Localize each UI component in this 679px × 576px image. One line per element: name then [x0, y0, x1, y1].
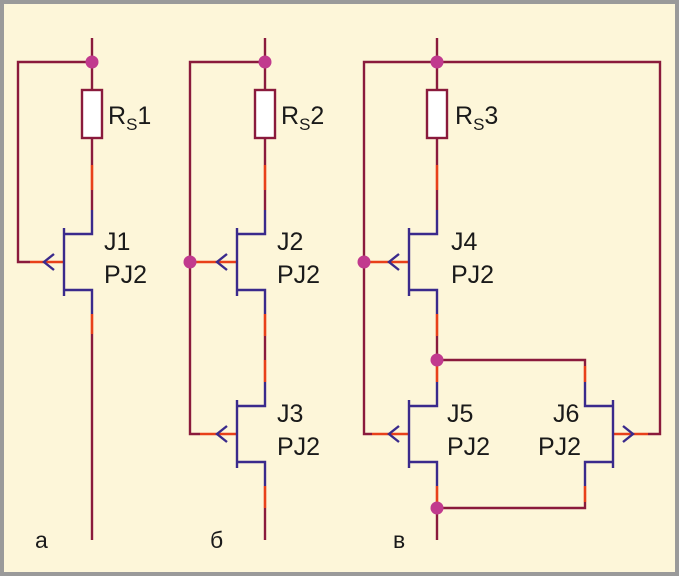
transistor-j5	[387, 382, 439, 486]
transistor-type: PJ2	[277, 433, 320, 461]
transistor-name: J3	[277, 400, 303, 428]
drain-line	[583, 382, 613, 408]
transistor-j1	[42, 210, 94, 314]
transistor-name: J4	[451, 228, 478, 256]
transistor-j2	[215, 210, 267, 314]
transistor-type: PJ2	[538, 433, 581, 461]
transistor-name: J1	[104, 228, 130, 256]
arrow-icon	[215, 253, 228, 271]
drain-line	[409, 210, 439, 236]
node-dot	[357, 255, 371, 269]
drain-line	[409, 382, 439, 408]
resistor-rs2	[253, 88, 277, 140]
transistor-j3	[215, 382, 267, 486]
transistor-j6	[583, 382, 635, 486]
wire	[437, 358, 587, 366]
transistor-type: PJ2	[447, 433, 490, 461]
transistor-j4	[387, 210, 439, 314]
source-line	[237, 288, 267, 314]
node-dot	[183, 255, 197, 269]
node-dot	[430, 55, 444, 69]
source-line	[583, 460, 613, 486]
transistor-type: PJ2	[277, 261, 320, 289]
source-line	[64, 288, 94, 314]
wire	[16, 38, 94, 264]
resistor-rs1	[80, 88, 104, 140]
resistor-label: RS1	[108, 102, 151, 134]
node-dot	[430, 353, 444, 367]
arrow-icon	[387, 425, 400, 443]
transistor-name: J5	[447, 400, 473, 428]
resistor-label: RS3	[455, 102, 498, 134]
panel-caption: б	[210, 527, 223, 553]
node-dot	[85, 55, 99, 69]
panel-b: RS2 J2 PJ2 J3 PJ2 б	[183, 38, 324, 553]
panel-caption: в	[393, 527, 405, 553]
node-dot	[258, 55, 272, 69]
node-dot	[430, 501, 444, 515]
drain-line	[237, 382, 267, 408]
panel-a: RS1 J1 PJ2 а	[16, 38, 151, 553]
panel-caption: а	[35, 527, 48, 553]
wire	[362, 38, 439, 436]
transistor-type: PJ2	[451, 261, 494, 289]
resistor-rs3	[425, 88, 449, 140]
resistor-label: RS2	[281, 102, 324, 134]
arrow-icon	[215, 425, 228, 443]
transistor-name: J2	[277, 228, 303, 256]
arrow-icon	[622, 425, 635, 443]
arrow-icon	[42, 253, 55, 271]
source-line	[409, 288, 439, 314]
source-line	[409, 460, 439, 486]
source-line	[237, 460, 267, 486]
drain-line	[237, 210, 267, 236]
panel-v: RS3 J4 PJ2 J5 PJ2 J6 PJ2 в	[357, 38, 662, 553]
arrow-icon	[387, 253, 400, 271]
transistor-type: PJ2	[104, 261, 147, 289]
transistor-name: J6	[553, 400, 579, 428]
wire	[188, 38, 267, 436]
wire	[435, 502, 587, 540]
drain-line	[64, 210, 94, 236]
wire	[437, 60, 662, 436]
